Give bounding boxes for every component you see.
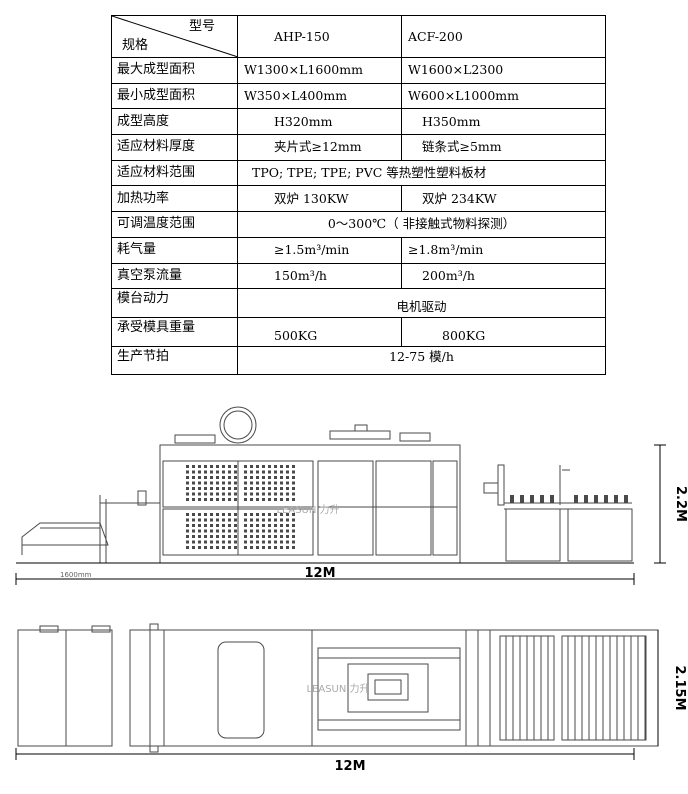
row-value-ahp: H320mm — [237, 108, 402, 136]
header-corner-cell: 型号 规格 — [111, 15, 238, 58]
table-row: 适应材料厚度 夹片式≥12mm 链条式≥5mm — [111, 134, 606, 161]
row-value-acf: 双炉 234KW — [401, 185, 606, 213]
row-label: 模台动力 — [111, 288, 238, 318]
row-label: 加热功率 — [111, 185, 238, 213]
row-label: 可调温度范围 — [111, 211, 238, 238]
row-value-acf: 链条式≥5mm — [401, 134, 606, 161]
spec-table: 型号 规格 AHP-150 ACF-200 最大成型面积 W1300×L1600… — [111, 15, 606, 376]
side-view-drawing: 12M 1600mm 2.2M LEASUN 力升 — [15, 406, 688, 585]
table-header-row: 型号 规格 AHP-150 ACF-200 — [111, 15, 606, 58]
side-height-label: 2.2M — [673, 486, 688, 522]
top-width-label: 12M — [334, 759, 365, 774]
row-value-ahp: ≥1.5m³/min — [237, 236, 402, 264]
table-row: 模台动力 电机驱动 — [111, 288, 606, 318]
model-ahp-150: AHP-150 — [237, 15, 402, 58]
table-row: 耗气量 ≥1.5m³/min ≥1.8m³/min — [111, 236, 606, 264]
row-value-acf: 800KG — [401, 316, 606, 347]
row-value-ahp: W350×L400mm — [237, 82, 402, 110]
row-value-acf: ≥1.8m³/min — [401, 236, 606, 264]
row-label: 适应材料范围 — [111, 159, 238, 187]
row-label: 适应材料厚度 — [111, 134, 238, 161]
table-row: 加热功率 双炉 130KW 双炉 234KW — [111, 185, 606, 213]
row-value-ahp: W1300×L1600mm — [237, 57, 402, 84]
row-label: 最小成型面积 — [111, 82, 238, 110]
top-height-label: 2.15M — [672, 665, 687, 710]
row-value-acf: 200m³/h — [401, 262, 606, 290]
row-label: 耗气量 — [111, 236, 238, 264]
row-value-span: TPO; TPE; TPE; PVC 等热塑性塑料板材 — [237, 159, 606, 187]
top-view-drawing: 12M 2.15M LEASUN 力升 — [15, 623, 687, 774]
table-row: 生产节拍 12-75 模/h — [111, 345, 606, 376]
row-value-ahp: 双炉 130KW — [237, 185, 402, 213]
row-label: 成型高度 — [111, 108, 238, 136]
row-label: 最大成型面积 — [111, 57, 238, 84]
row-value-acf: W1600×L2300 — [401, 57, 606, 84]
table-row: 最大成型面积 W1300×L1600mm W1600×L2300 — [111, 57, 606, 84]
row-label: 真空泵流量 — [111, 262, 238, 290]
machine-body — [159, 444, 461, 564]
model-label: 型号 — [188, 19, 215, 34]
loader-hopper — [21, 522, 109, 546]
side-width-label: 12M — [304, 566, 335, 581]
table-row: 成型高度 H320mm H350mm — [111, 108, 606, 136]
row-value-acf: H350mm — [401, 108, 606, 136]
row-value-acf: W600×L1000mm — [401, 82, 606, 110]
heater-grid — [186, 465, 295, 549]
row-value-span: 0～300℃（ 非接触式物料探测） — [237, 211, 606, 238]
row-value-ahp: 500KG — [237, 316, 402, 347]
model-acf-200: ACF-200 — [401, 15, 606, 58]
side-watermark: LEASUN 力升 — [276, 503, 339, 516]
machine-frame — [129, 629, 659, 747]
side-small-label: 1600mm — [60, 571, 92, 579]
row-label: 承受模具重量 — [111, 316, 238, 347]
row-value-span: 电机驱动 — [237, 288, 606, 318]
diagonal-divider — [112, 16, 237, 57]
table-row: 真空泵流量 150m³/h 200m³/h — [111, 262, 606, 290]
row-value-ahp: 夹片式≥12mm — [237, 134, 402, 161]
control-cabinet — [17, 629, 113, 747]
top-watermark: LEASUN 力升 — [306, 682, 369, 695]
row-value-ahp: 150m³/h — [237, 262, 402, 290]
row-label: 生产节拍 — [111, 345, 238, 376]
spec-label: 规格 — [122, 38, 149, 53]
table-row: 承受模具重量 500KG 800KG — [111, 316, 606, 347]
row-value-span: 12-75 模/h — [237, 345, 606, 376]
fan-icon — [219, 406, 257, 444]
table-row: 适应材料范围 TPO; TPE; TPE; PVC 等热塑性塑料板材 — [111, 159, 606, 187]
table-row: 最小成型面积 W350×L400mm W600×L1000mm — [111, 82, 606, 110]
table-row: 可调温度范围 0～300℃（ 非接触式物料探测） — [111, 211, 606, 238]
